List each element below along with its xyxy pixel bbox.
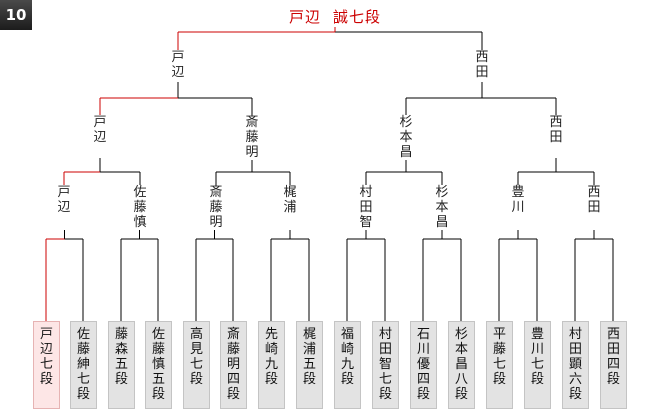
quarterfinal-player-4: 梶浦 xyxy=(280,185,300,215)
player-box[interactable]: 佐藤紳七段 xyxy=(70,321,97,409)
player-name: 村田顕六段 xyxy=(568,327,582,402)
semifinal-player-2: 斎藤明 xyxy=(242,115,262,160)
quarterfinal-player-3: 斎藤明 xyxy=(206,185,226,230)
player-box[interactable]: 豊川七段 xyxy=(524,321,551,409)
player-name: 石川優四段 xyxy=(416,327,430,402)
player-name: 先崎九段 xyxy=(264,327,278,387)
quarterfinal-player-7: 豊川 xyxy=(508,185,528,215)
quarterfinal-player-1: 戸辺 xyxy=(54,185,74,215)
player-box[interactable]: 高見七段 xyxy=(183,321,210,409)
champion-rank: 誠七段 xyxy=(333,8,382,26)
player-name: 村田智七段 xyxy=(378,327,392,402)
player-name: 平藤七段 xyxy=(492,327,506,387)
player-box[interactable]: 佐藤慎五段 xyxy=(145,321,172,409)
player-box[interactable]: 西田四段 xyxy=(600,321,627,409)
semifinal-player-1: 戸辺 xyxy=(90,115,110,145)
player-box[interactable]: 戸辺七段 xyxy=(33,321,60,409)
player-name: 豊川七段 xyxy=(530,327,544,387)
player-box[interactable]: 先崎九段 xyxy=(258,321,285,409)
semifinal-player-3: 杉本昌 xyxy=(396,115,416,160)
player-name: 戸辺七段 xyxy=(39,327,53,387)
quarterfinal-player-2: 佐藤慎 xyxy=(130,185,150,230)
player-box[interactable]: 杉本昌八段 xyxy=(448,321,475,409)
player-box[interactable]: 斎藤明四段 xyxy=(220,321,247,409)
player-box[interactable]: 藤森五段 xyxy=(108,321,135,409)
player-name: 藤森五段 xyxy=(114,327,128,387)
player-box[interactable]: 梶浦五段 xyxy=(296,321,323,409)
player-box[interactable]: 村田顕六段 xyxy=(562,321,589,409)
round-number-badge: 10 xyxy=(0,0,32,30)
player-box[interactable]: 平藤七段 xyxy=(486,321,513,409)
quarterfinal-player-8: 西田 xyxy=(584,185,604,215)
quarterfinal-player-5: 村田智 xyxy=(356,185,376,230)
player-box[interactable]: 石川優四段 xyxy=(410,321,437,409)
player-name: 佐藤紳七段 xyxy=(76,327,90,402)
player-name: 佐藤慎五段 xyxy=(151,327,165,402)
player-name: 杉本昌八段 xyxy=(454,327,468,402)
player-box[interactable]: 村田智七段 xyxy=(372,321,399,409)
final-player-2: 西田 xyxy=(472,50,492,80)
final-player-1: 戸辺 xyxy=(168,50,188,80)
player-name: 高見七段 xyxy=(189,327,203,387)
player-name: 梶浦五段 xyxy=(302,327,316,387)
champion-name: 戸辺 xyxy=(288,8,321,26)
champion-label: 戸辺誠七段 xyxy=(250,6,420,27)
player-box[interactable]: 福崎九段 xyxy=(334,321,361,409)
quarterfinal-player-6: 杉本昌 xyxy=(432,185,452,230)
player-name: 福崎九段 xyxy=(340,327,354,387)
semifinal-player-4: 西田 xyxy=(546,115,566,145)
player-name: 西田四段 xyxy=(606,327,620,387)
player-name: 斎藤明四段 xyxy=(226,327,240,402)
